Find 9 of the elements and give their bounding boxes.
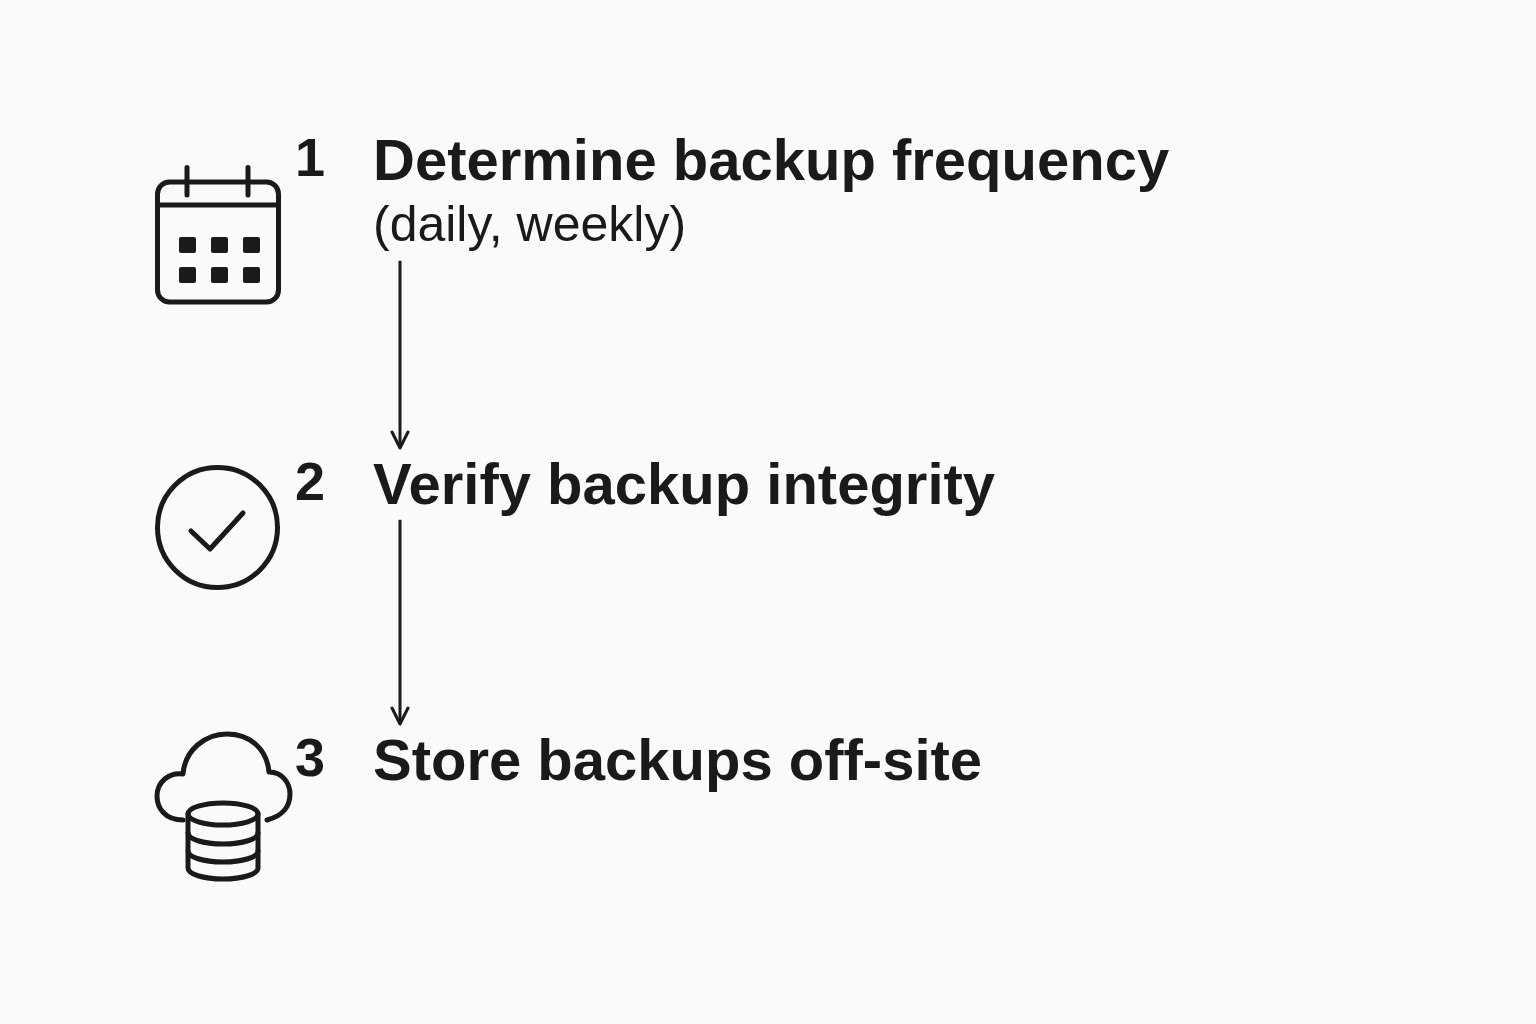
step-detail: (daily, weekly) [373, 194, 688, 254]
step-number: 3 [295, 728, 327, 788]
step-title: Store backups off-site [373, 728, 983, 792]
arrow [390, 260, 410, 450]
step-title: Verify backup integrity [373, 452, 996, 516]
step-number: 2 [295, 452, 327, 512]
step-number: 1 [295, 128, 327, 188]
step-title: Determine backup frequency [373, 128, 1170, 192]
arrow [390, 519, 410, 726]
